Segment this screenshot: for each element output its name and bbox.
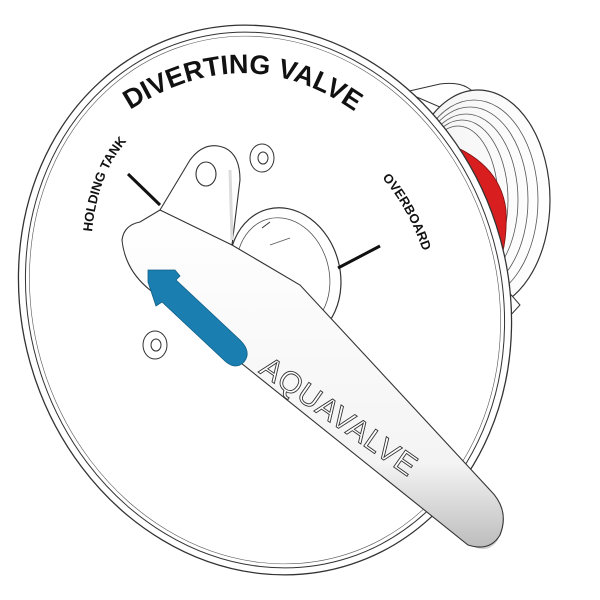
pivot-hole <box>195 161 217 187</box>
direction-arrow-icon <box>147 269 248 367</box>
holding-tank-tick <box>126 172 162 207</box>
screw-hole-top <box>249 143 275 173</box>
screw-hole-bottom <box>142 330 168 360</box>
overboard-tick <box>337 244 381 270</box>
